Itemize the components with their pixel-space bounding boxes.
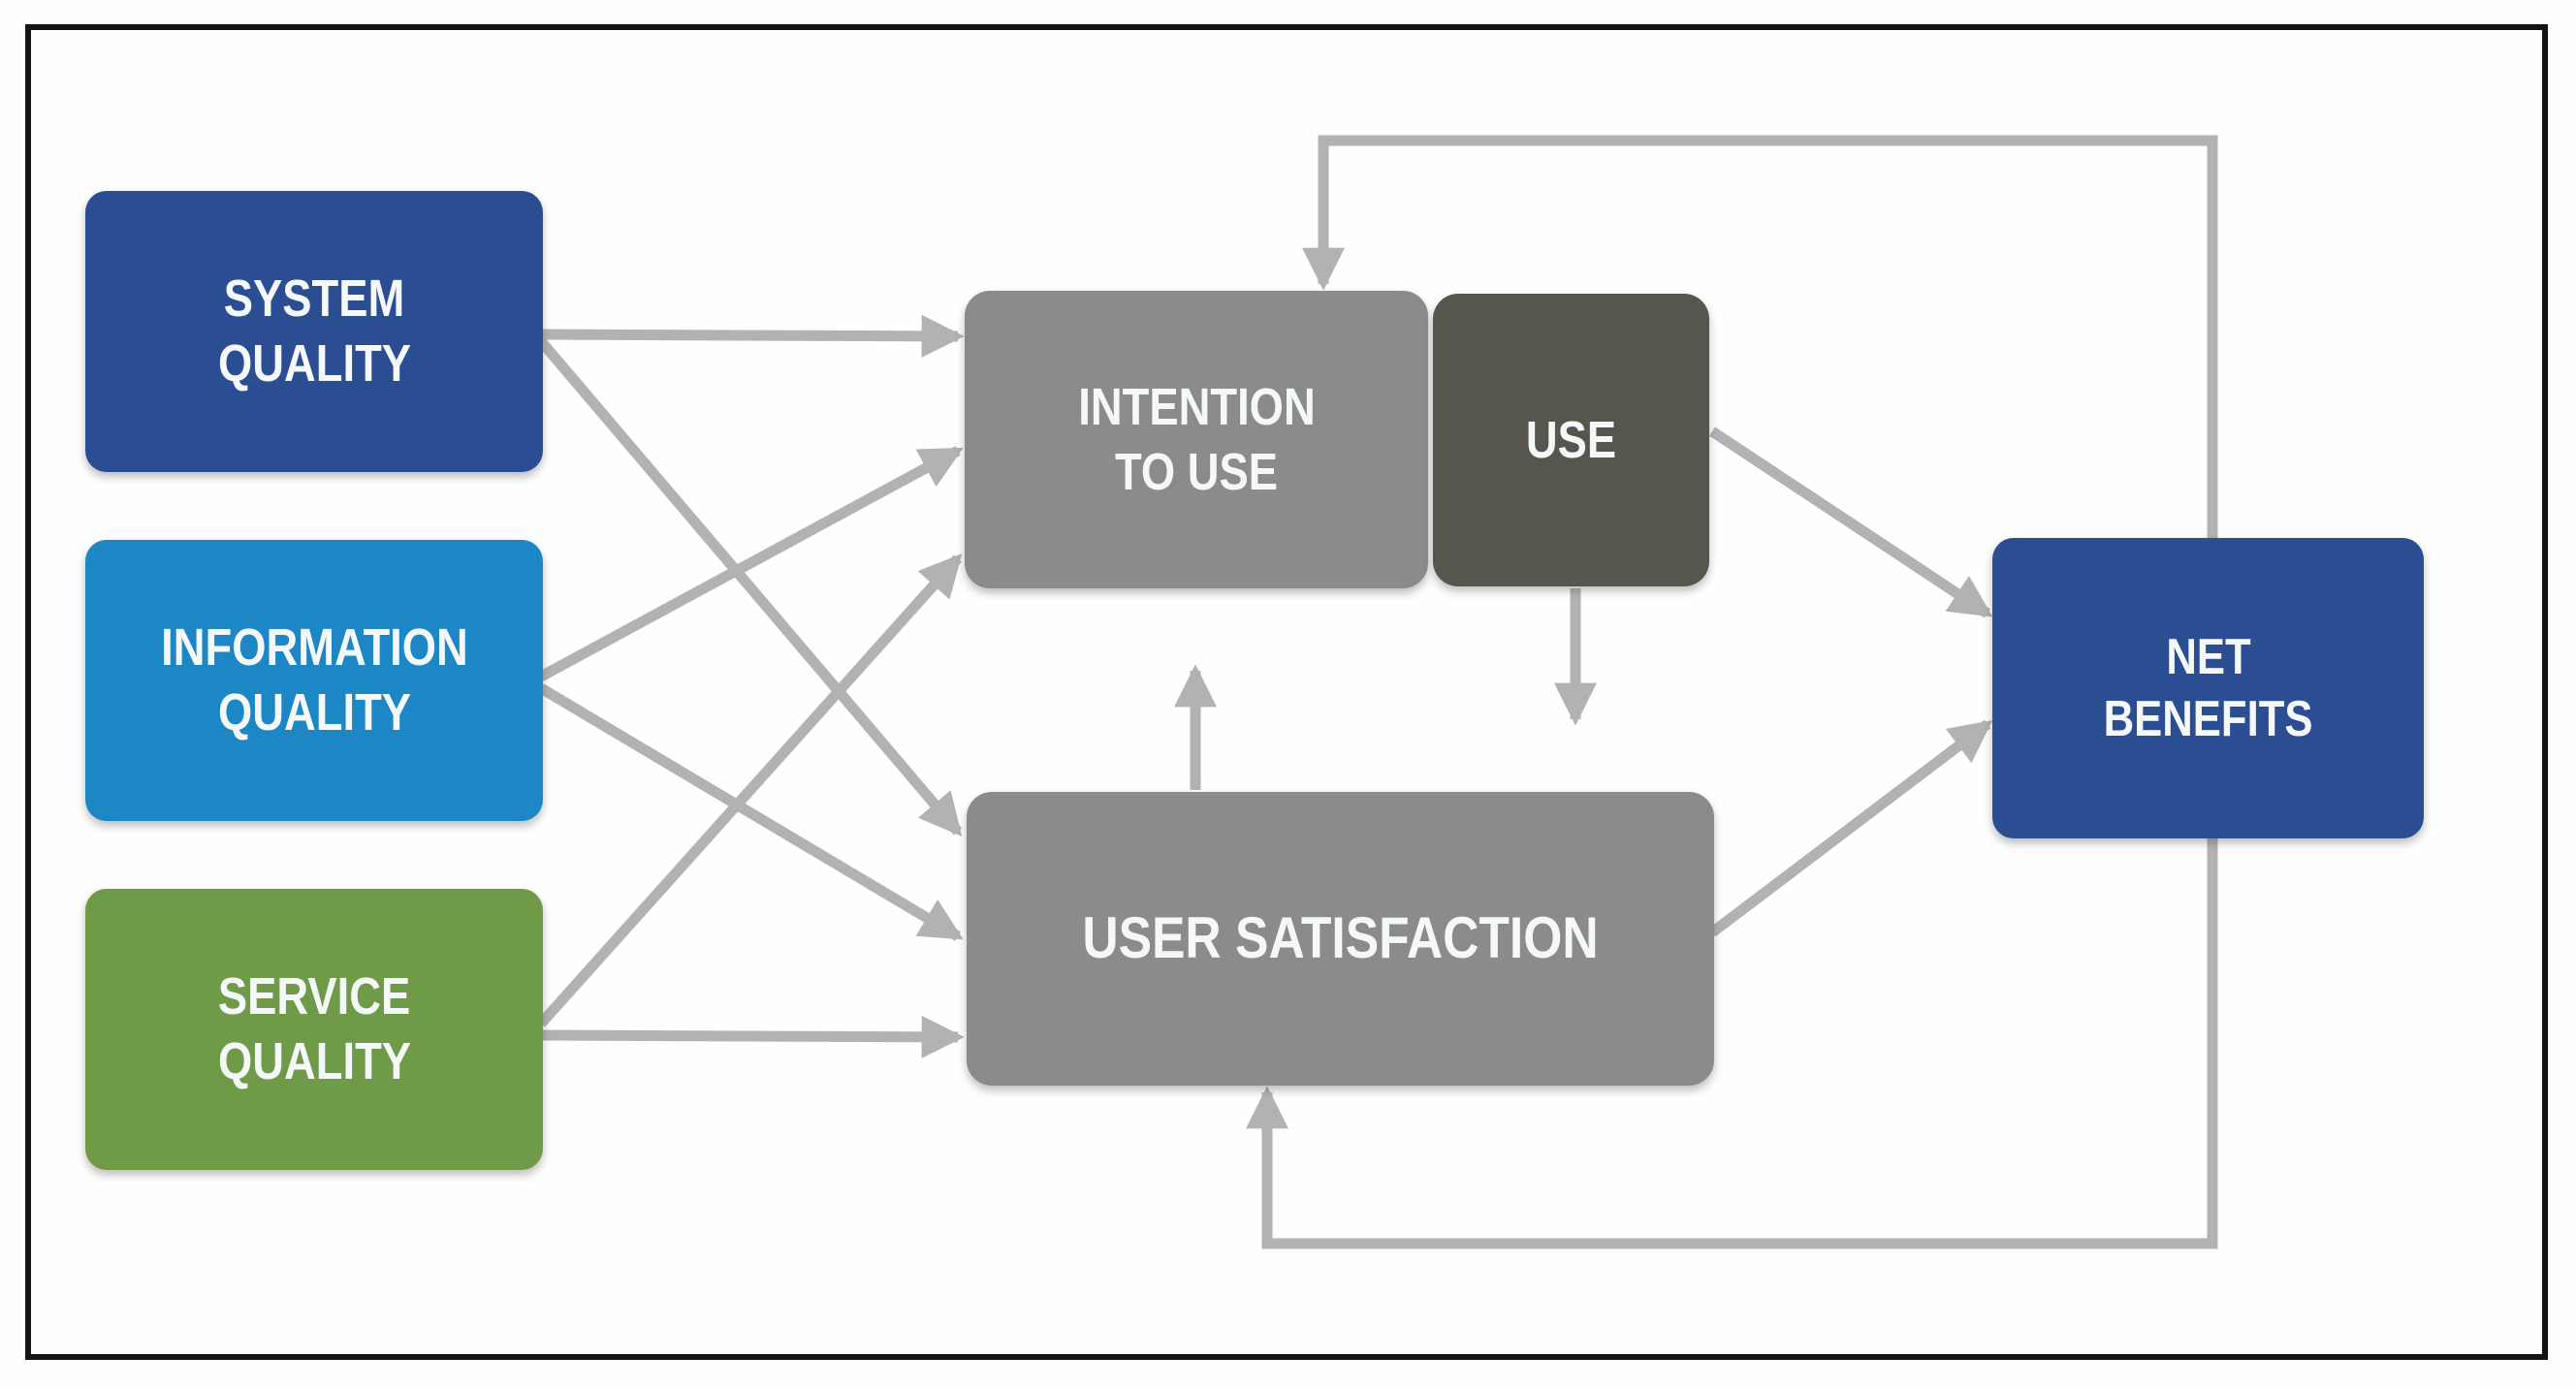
node-intention-to-use: INTENTION TO USE: [965, 291, 1428, 588]
node-net-benefits-label-line1: NET: [2165, 628, 2251, 685]
node-use-label: USE: [1525, 410, 1617, 469]
edge-feedback-net-benefits-to-intention-to-use: [1302, 135, 2218, 540]
edge-user-satisfaction-to-net-benefits: [1708, 719, 1993, 937]
edge-system-quality-to-user-satisfaction: [536, 337, 963, 837]
edge-information-quality-to-user-satisfaction: [538, 683, 964, 941]
node-net-benefits: NET BENEFITS: [1992, 538, 2424, 838]
node-use: USE: [1433, 294, 1709, 586]
node-system-quality-label-line1: SYSTEM: [223, 269, 405, 329]
node-service-quality: SERVICE QUALITY: [85, 889, 543, 1170]
edge-service-quality-to-intention-to-use: [536, 553, 963, 1027]
edge-information-quality-to-intention-to-use: [538, 446, 964, 681]
node-system-quality-label-line2: QUALITY: [217, 334, 411, 393]
node-information-quality-label-line1: INFORMATION: [160, 618, 468, 678]
node-system-quality: SYSTEM QUALITY: [85, 191, 543, 472]
figure-border: [25, 24, 2548, 1360]
node-information-quality: INFORMATION QUALITY: [85, 540, 543, 821]
node-intention-to-use-label-line1: INTENTION: [1077, 377, 1316, 436]
node-intention-to-use-label-line2: TO USE: [1114, 442, 1279, 501]
node-user-satisfaction-label: USER SATISFACTION: [1082, 905, 1599, 971]
node-net-benefits-label-line2: BENEFITS: [2103, 691, 2313, 747]
node-service-quality-label-line2: QUALITY: [217, 1032, 411, 1090]
node-information-quality-label-line2: QUALITY: [217, 683, 411, 741]
edge-service-quality-to-user-satisfaction: [540, 1015, 965, 1058]
edge-use-to-net-benefits: [1708, 426, 1993, 618]
edge-feedback-net-benefits-to-user-satisfaction: [1246, 836, 2218, 1249]
edge-system-quality-to-intention-to-use: [540, 314, 965, 358]
node-service-quality-label-line1: SERVICE: [217, 967, 411, 1026]
node-user-satisfaction: USER SATISFACTION: [967, 792, 1714, 1086]
